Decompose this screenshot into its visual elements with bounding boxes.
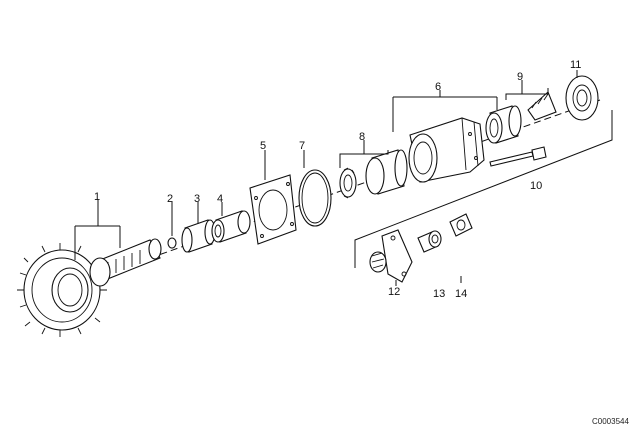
part-spacer-sleeve [181, 219, 216, 253]
leader-1 [74, 200, 121, 260]
part-o-ring [298, 169, 332, 227]
part-housing [408, 117, 485, 183]
part-ring-and-pinion-gear [17, 238, 162, 337]
callout-9: 9 [517, 71, 523, 83]
callout-3: 3 [194, 193, 200, 205]
part-flange-nut [449, 213, 473, 237]
group-frame-10 [354, 110, 613, 268]
leader-9 [505, 80, 549, 100]
leader-8 [339, 140, 389, 168]
callout-14: 14 [455, 288, 467, 300]
callout-12: 12 [388, 286, 400, 298]
callout-4: 4 [217, 193, 223, 205]
callout-13: 13 [433, 288, 445, 300]
part-taper-bearing [339, 149, 408, 199]
callout-11: 11 [570, 59, 581, 71]
callout-6: 6 [435, 81, 441, 93]
leader-6 [392, 90, 498, 132]
part-bearing [211, 210, 251, 243]
part-bolt [489, 146, 547, 167]
part-gasket-plate [249, 174, 297, 245]
callout-8: 8 [359, 131, 365, 143]
callout-1: 1 [94, 191, 100, 203]
part-washer [417, 230, 442, 253]
part-output-flange [369, 229, 413, 283]
callout-10: 10 [530, 180, 542, 192]
part-seal-ring [565, 75, 599, 121]
callout-7: 7 [299, 140, 305, 152]
callout-2: 2 [167, 193, 173, 205]
image-code: C0003544 [592, 417, 629, 426]
part-bearing-and-small-pinion [485, 91, 557, 144]
part-nut [167, 237, 177, 249]
callout-5: 5 [260, 140, 266, 152]
